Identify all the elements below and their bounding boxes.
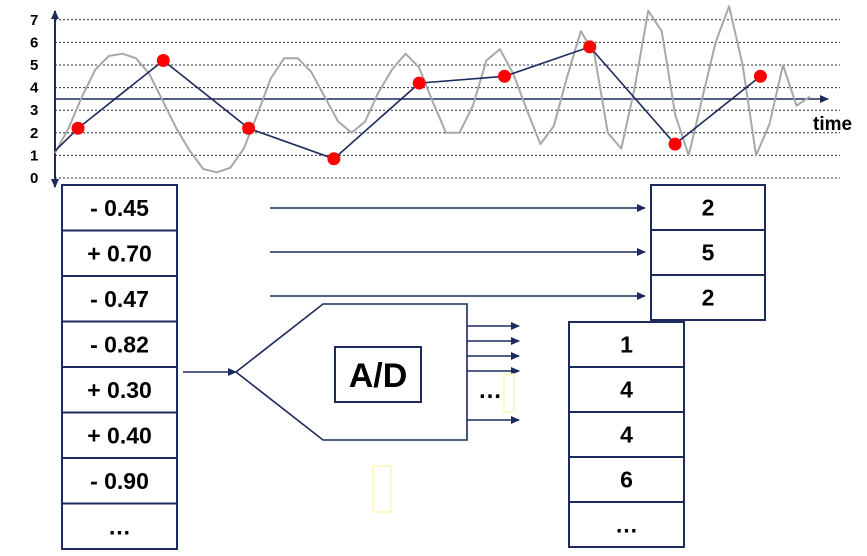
table-cell (650, 274, 766, 321)
table-cell-value: + 0.40 (87, 422, 152, 448)
table-cell-value: - 0.82 (90, 331, 149, 357)
converter-ellipsis: … (478, 377, 502, 404)
table-cell (568, 411, 685, 458)
sample-point (583, 40, 597, 54)
table-cell-value: 1 (620, 332, 633, 358)
table-cell-value: 5 (702, 240, 715, 266)
table-cell (650, 184, 766, 231)
ghost-box (503, 373, 515, 413)
sample-point (242, 121, 256, 135)
table-cell (61, 275, 178, 323)
y-tick-label: 1 (30, 147, 38, 164)
table-cell-value: 2 (702, 285, 715, 311)
analog-signal-wave (54, 5, 811, 174)
table-cell-value: - 0.45 (90, 195, 149, 221)
table-cell (568, 366, 685, 413)
time-axis-label: time (813, 114, 852, 135)
table-cell (61, 457, 178, 505)
sample-point (498, 69, 511, 83)
table-cell-value: … (108, 513, 131, 539)
sampling-plot: 0 1 2 3 4 5 6 7 time (30, 5, 852, 188)
y-tick-label: 4 (30, 80, 39, 97)
sample-connecting-line (54, 45, 761, 160)
ad-converter: A/D … (183, 303, 520, 513)
y-tick-label: 3 (30, 102, 38, 119)
table-cell-value: … (615, 512, 638, 538)
table-cell (61, 502, 178, 550)
digital-values-table-bottom: 1 4 4 6 … (568, 321, 685, 548)
sample-point (327, 152, 341, 166)
y-tick-label: 2 (30, 125, 38, 142)
table-cell-value: 6 (620, 467, 633, 493)
converter-label: A/D (349, 357, 408, 395)
table-cell (61, 320, 178, 368)
table-cell-value: - 0.90 (90, 468, 149, 494)
table-cell-value: + 0.30 (87, 377, 152, 403)
sample-point (156, 53, 170, 67)
sample-point (753, 69, 767, 83)
sample-point (412, 76, 426, 90)
table-cell (61, 411, 178, 459)
table-cell (61, 229, 178, 277)
table-cell (650, 229, 766, 276)
sample-point (668, 137, 682, 151)
table-cell (61, 184, 178, 232)
y-axis-ticks: 0 1 2 3 4 5 6 7 (30, 12, 39, 187)
y-tick-label: 5 (30, 57, 38, 74)
table-cell-value: 4 (620, 422, 633, 448)
table-cell-value: 2 (702, 195, 715, 221)
y-tick-label: 0 (30, 170, 38, 187)
table-cell (61, 366, 178, 414)
sample-point (71, 121, 85, 135)
converter-label-box (334, 346, 422, 403)
ghost-box (372, 465, 392, 513)
table-cell (568, 501, 685, 548)
row-arrows (270, 204, 646, 300)
table-cell-value: - 0.47 (90, 286, 149, 312)
y-tick-label: 7 (30, 12, 38, 29)
converter-output-arrows (467, 322, 520, 424)
analog-values-table: - 0.45 + 0.70 - 0.47 - 0.82 + 0.30 + 0.40 - 0.… (61, 184, 178, 550)
y-tick-label: 6 (30, 34, 38, 51)
table-cell-value: 4 (620, 377, 633, 403)
sample-points (71, 40, 767, 166)
table-cell-value: + 0.70 (87, 240, 152, 266)
digital-values-table-top: 2 5 2 (650, 184, 766, 321)
